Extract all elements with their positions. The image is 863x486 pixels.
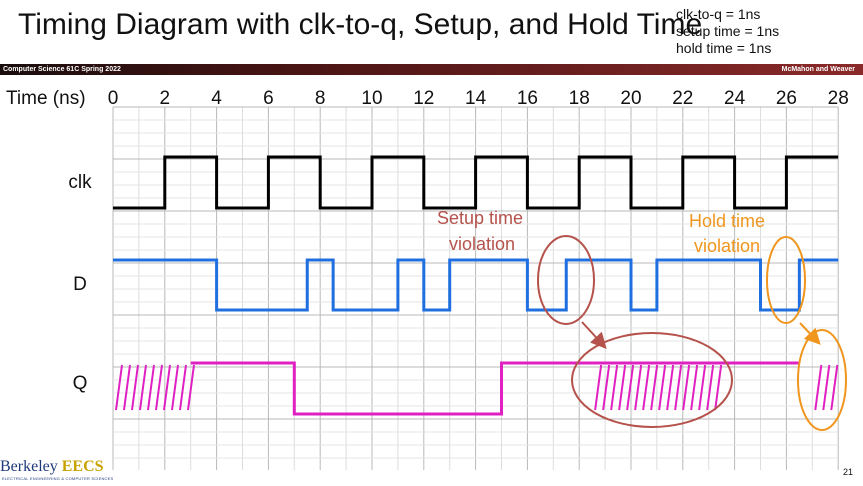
course-banner: Computer Science 61C Spring 2022 McMahon… <box>0 64 863 75</box>
axis-label: Time (ns) <box>6 88 86 109</box>
hatch-stroke <box>123 364 131 411</box>
timing-parameters: clk-to-q = 1ns setup time = 1ns hold tim… <box>676 6 779 57</box>
hatch-stroke <box>814 364 823 411</box>
tick-label: 24 <box>724 88 746 109</box>
hatch-stroke <box>187 364 195 411</box>
tick-label: 2 <box>160 88 171 109</box>
tick-label: 18 <box>569 88 590 109</box>
tick-label: 20 <box>620 88 641 109</box>
setup-violation-arrow <box>581 321 607 349</box>
setup-violation-label-1: Setup time <box>437 208 523 228</box>
tick-label: 6 <box>263 88 274 109</box>
setup-violation-label-2: violation <box>449 234 515 254</box>
hatch-stroke <box>163 364 171 411</box>
hatch-stroke <box>139 364 147 411</box>
hold-violation-arrow <box>799 322 821 345</box>
page-number: 21 <box>843 467 854 477</box>
setup-time-param: setup time = 1ns <box>676 23 780 39</box>
hatch-stroke <box>706 364 715 411</box>
tick-label: 10 <box>361 88 382 109</box>
hatch-stroke <box>147 364 155 411</box>
undefined-q-regions <box>115 364 839 411</box>
signal-label-d: D <box>73 274 87 295</box>
d-waveform <box>113 258 839 312</box>
tick-label: 16 <box>517 88 538 109</box>
tick-label: 14 <box>465 88 487 109</box>
hatch-stroke <box>650 364 659 411</box>
hatch-stroke <box>171 364 179 411</box>
tick-label: 26 <box>776 88 797 109</box>
hatch-stroke <box>602 364 611 411</box>
hatch-stroke <box>698 364 707 411</box>
hatch-stroke <box>690 364 699 411</box>
hatch-stroke <box>634 364 643 411</box>
hatch-stroke <box>714 364 723 411</box>
slide-title: Timing Diagram with clk-to-q, Setup, and… <box>18 8 703 41</box>
q-waveform <box>190 361 800 416</box>
hatch-stroke <box>682 364 691 411</box>
logo-subtitle: ELECTRICAL ENGINEERING & COMPUTER SCIENC… <box>2 476 114 481</box>
hatch-stroke <box>830 364 839 411</box>
hold-q-circle <box>797 329 847 431</box>
signal-label-clk: clk <box>68 172 92 193</box>
waveforms <box>113 155 839 416</box>
q-unknown-hold <box>814 364 839 411</box>
hold-violation-label-2: violation <box>694 236 760 256</box>
hatch-stroke <box>658 364 667 411</box>
hatch-stroke <box>131 364 139 411</box>
hatch-stroke <box>115 364 123 411</box>
hatch-stroke <box>626 364 635 411</box>
berkeley-eecs-logo: Berkeley EECS <box>0 458 104 475</box>
clk-to-q-param: clk-to-q = 1ns <box>676 6 761 22</box>
hatch-stroke <box>642 364 651 411</box>
hatch-stroke <box>610 364 619 411</box>
tick-label: 8 <box>315 88 326 109</box>
hatch-stroke <box>155 364 163 411</box>
hatch-stroke <box>822 364 831 411</box>
setup-violation-circle <box>537 235 595 325</box>
hold-time-param: hold time = 1ns <box>676 40 772 56</box>
hatch-stroke <box>618 364 627 411</box>
hold-violation-label-1: Hold time <box>689 211 765 231</box>
tick-label: 4 <box>211 88 222 109</box>
q-unknown-setup <box>594 364 723 411</box>
course-name: Computer Science 61C Spring 2022 <box>3 66 121 73</box>
tick-label: 22 <box>672 88 693 109</box>
tick-label: 0 <box>108 88 119 109</box>
hold-violation-circle <box>766 236 806 324</box>
hatch-stroke <box>666 364 675 411</box>
hatch-stroke <box>179 364 187 411</box>
signal-label-q: Q <box>73 373 88 394</box>
q-unknown-start <box>115 364 195 411</box>
instructors: McMahon and Weaver <box>781 66 855 73</box>
setup-q-circle <box>571 332 733 428</box>
tick-label: 28 <box>828 88 849 109</box>
hatch-stroke <box>674 364 683 411</box>
clk-waveform <box>113 155 839 210</box>
tick-label: 12 <box>413 88 434 109</box>
hatch-stroke <box>594 364 603 411</box>
